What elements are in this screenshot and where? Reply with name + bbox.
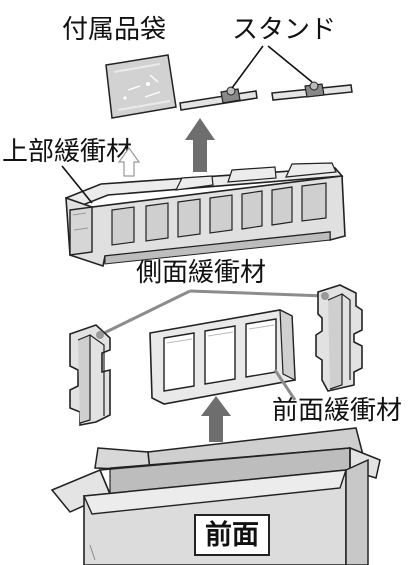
top-cushion-label: 上部緩衝材 [2, 137, 132, 167]
lift-arrow-middle [201, 396, 231, 442]
top-cushion-leader [61, 165, 93, 204]
side-cushion-left [69, 324, 111, 426]
top-cushion [65, 146, 346, 268]
side-cushion-label: 側面緩衝材 [136, 258, 266, 288]
box-front-label: 前面 [205, 519, 259, 551]
accessory-bag [105, 54, 177, 119]
stand-leader-lines [231, 45, 313, 89]
lift-arrow-top [185, 118, 215, 172]
side-cushion-leaders [99, 289, 326, 337]
side-cushion-right [315, 284, 363, 392]
front-cushion [149, 309, 296, 405]
cardboard-box: 前面 [50, 427, 381, 565]
stand-left [179, 86, 258, 111]
stand-right [271, 81, 353, 101]
front-cushion-label: 前面緩衝材 [272, 396, 402, 426]
accessory-bag-label: 付属品袋 [62, 15, 166, 45]
stand-label: スタンド [232, 15, 336, 45]
front-cushion-leader [273, 369, 297, 401]
